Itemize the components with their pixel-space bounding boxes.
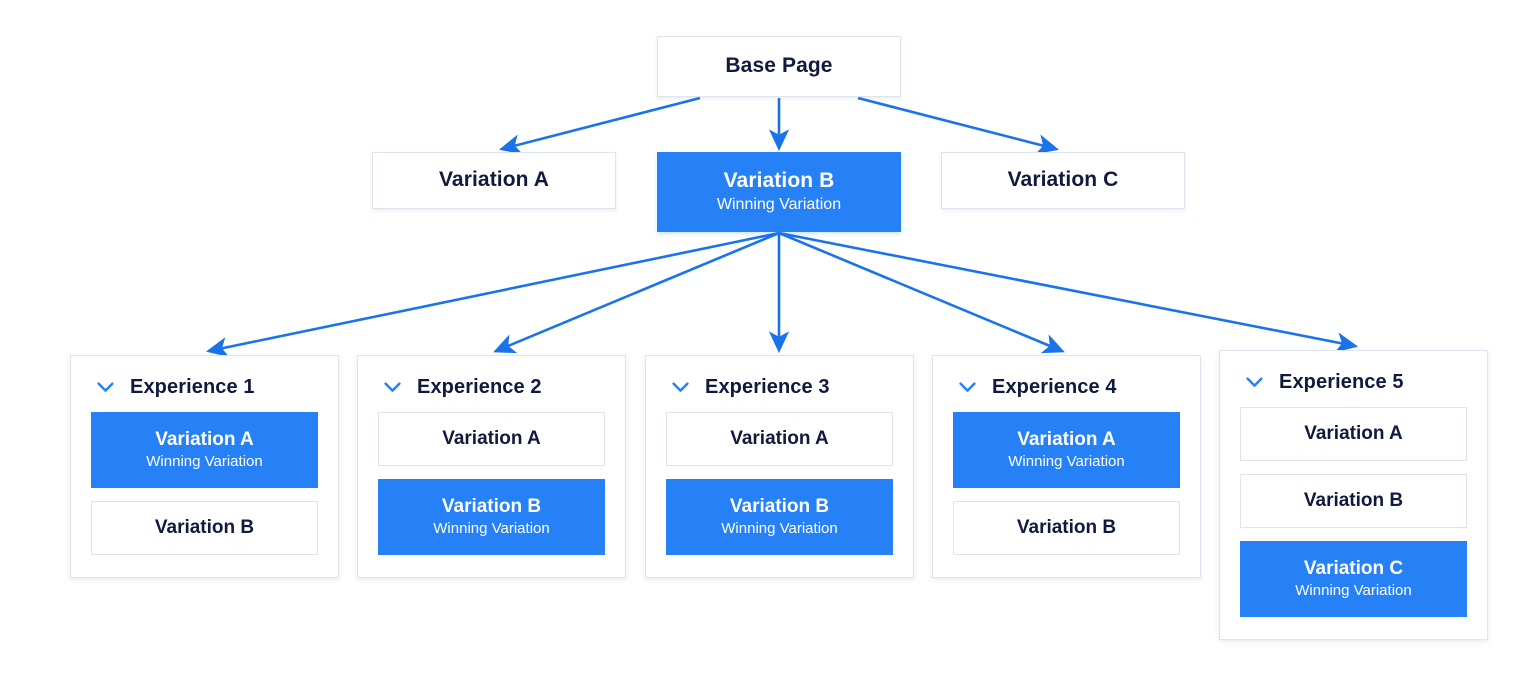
variation-box[interactable]: Variation B xyxy=(953,501,1180,555)
variation-label: Variation A xyxy=(730,428,829,450)
variation-b-label: Variation B xyxy=(723,169,835,193)
variation-label: Variation A xyxy=(442,428,541,450)
variation-box[interactable]: Variation A xyxy=(1240,407,1467,461)
winning-variation-badge: Winning Variation xyxy=(146,452,263,470)
winning-variation-badge: Winning Variation xyxy=(433,519,550,537)
experience-title: Experience 3 xyxy=(705,376,830,398)
winning-variation-badge: Winning Variation xyxy=(1295,581,1412,599)
variation-box[interactable]: Variation B xyxy=(1240,474,1467,528)
chevron-down-icon[interactable] xyxy=(959,382,976,393)
variation-label: Variation B xyxy=(1016,517,1117,539)
experience-header[interactable]: Experience 1 xyxy=(91,376,318,399)
chevron-down-icon[interactable] xyxy=(384,382,401,393)
experience-header[interactable]: Experience 4 xyxy=(953,376,1180,399)
node-variation-b[interactable]: Variation B Winning Variation xyxy=(657,152,901,232)
winning-variation-badge: Winning Variation xyxy=(721,519,838,537)
base-page-label: Base Page xyxy=(725,54,833,78)
variation-label: Variation B xyxy=(154,517,255,539)
experience-header[interactable]: Experience 5 xyxy=(1240,371,1467,394)
variation-c-label: Variation C xyxy=(1007,168,1119,192)
experience-title: Experience 2 xyxy=(417,376,542,398)
variation-box[interactable]: Variation A xyxy=(666,412,893,466)
variation-box[interactable]: Variation B xyxy=(91,501,318,555)
node-variation-a[interactable]: Variation A xyxy=(372,152,616,209)
variation-label: Variation B xyxy=(1303,490,1404,512)
variation-label: Variation A xyxy=(1017,429,1116,451)
winning-variation-badge: Winning Variation xyxy=(1008,452,1125,470)
experience-header[interactable]: Experience 3 xyxy=(666,376,893,399)
variation-box[interactable]: Variation A xyxy=(378,412,605,466)
chevron-down-icon[interactable] xyxy=(1246,377,1263,388)
experience-title: Experience 4 xyxy=(992,376,1117,398)
experience-header[interactable]: Experience 2 xyxy=(378,376,605,399)
experience-title: Experience 1 xyxy=(130,376,255,398)
variation-label: Variation C xyxy=(1303,558,1404,580)
variation-label: Variation B xyxy=(729,496,830,518)
variation-a-label: Variation A xyxy=(438,168,550,192)
node-base-page[interactable]: Base Page xyxy=(657,36,901,97)
variation-label: Variation B xyxy=(441,496,542,518)
chevron-down-icon[interactable] xyxy=(97,382,114,393)
variation-b-winning-badge: Winning Variation xyxy=(716,196,842,214)
variation-label: Variation A xyxy=(155,429,254,451)
node-variation-c[interactable]: Variation C xyxy=(941,152,1185,209)
experience-title: Experience 5 xyxy=(1279,371,1404,393)
experience-card-5[interactable]: Experience 5 Variation A Variation B Variat… xyxy=(1219,350,1488,640)
chevron-down-icon[interactable] xyxy=(672,382,689,393)
variation-label: Variation A xyxy=(1304,423,1403,445)
